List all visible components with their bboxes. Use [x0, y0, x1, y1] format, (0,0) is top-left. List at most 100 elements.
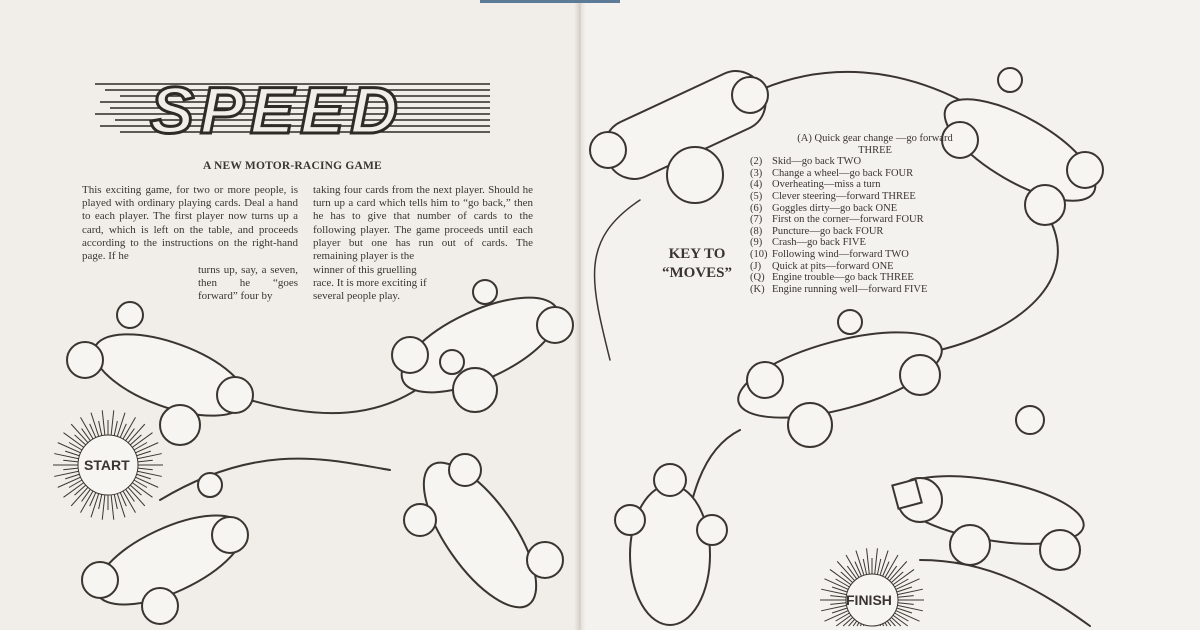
starburst-ray — [89, 492, 97, 507]
starburst-ray — [136, 473, 151, 480]
track-path — [593, 199, 641, 361]
starburst-ray — [116, 412, 126, 437]
starburst-ray — [896, 586, 913, 593]
starburst-ray — [889, 618, 896, 627]
starburst-ray — [119, 423, 127, 438]
race-car-3-illustration — [391, 279, 574, 413]
starburst-ray — [57, 476, 81, 488]
starburst-ray — [113, 420, 118, 436]
starburst-ray — [884, 622, 888, 627]
starburst-ray — [110, 410, 115, 436]
starburst-ray — [824, 610, 849, 622]
starburst-ray — [889, 561, 908, 582]
track-path — [919, 559, 1091, 627]
starburst-ray — [886, 620, 892, 627]
starburst-ray — [824, 578, 849, 590]
key-item: (3)Change a wheel—go back FOUR — [750, 168, 955, 180]
starburst-ray — [80, 417, 94, 440]
article-heading: A NEW MOTOR-RACING GAME — [203, 160, 382, 172]
key-item: (J)Quick at pits—forward ONE — [750, 261, 955, 273]
starburst-ray — [54, 470, 79, 477]
starburst-ray — [63, 467, 79, 471]
intro-text-col2: taking four cards from the next player. … — [313, 184, 533, 263]
key-card: (8) — [750, 225, 763, 237]
starburst-ray — [835, 614, 852, 627]
starburst-ray — [886, 565, 898, 580]
starburst-ray — [133, 442, 148, 451]
race-car-L-illustration — [891, 405, 1085, 571]
starburst-ray — [65, 473, 80, 480]
starburst-ray — [136, 450, 151, 457]
track-path — [759, 70, 961, 101]
starburst-ray — [70, 423, 89, 444]
starburst-ray — [890, 617, 902, 627]
starburst-ray — [882, 561, 890, 577]
starburst-ray — [892, 569, 915, 586]
starburst-ray — [131, 432, 153, 448]
starburst-ray — [848, 618, 855, 627]
track-path — [939, 219, 1059, 351]
start-label: START — [84, 457, 130, 473]
starburst-ray — [101, 410, 106, 436]
starburst-ray — [852, 620, 858, 627]
starburst-ray — [895, 610, 920, 622]
race-car-6-illustration — [941, 67, 1104, 226]
starburst-ray — [866, 548, 870, 575]
key-card: (10) — [750, 248, 768, 260]
key-card: (2) — [750, 156, 763, 168]
key-move: Puncture—go back FOUR — [772, 225, 884, 237]
key-item-ace: (A) Quick gear change —go forward THREE — [797, 133, 953, 156]
key-move: Quick at pits—forward ONE — [772, 260, 894, 272]
starburst-ray — [63, 482, 85, 498]
starburst-ray — [842, 617, 854, 627]
starburst-ray — [131, 482, 153, 498]
key-move: Engine running well—forward FIVE — [772, 283, 928, 295]
starburst-ray — [854, 561, 862, 577]
key-card: (7) — [750, 214, 763, 226]
key-item: (5)Clever steering—forward THREE — [750, 191, 955, 203]
race-car-8-illustration — [589, 70, 769, 204]
key-card: (5) — [750, 190, 763, 202]
starburst-ray — [896, 607, 913, 614]
starburst-ray — [874, 548, 878, 575]
starburst-ray — [63, 459, 79, 463]
starburst-ray — [897, 604, 923, 612]
starburst-ray — [856, 622, 860, 627]
starburst-ray — [137, 470, 162, 477]
starburst-ray — [68, 442, 83, 451]
cover-edge — [480, 0, 620, 3]
key-move: Engine trouble—go back THREE — [772, 272, 914, 284]
starburst-ray — [894, 578, 909, 588]
key-item: (K)Engine running well—forward FIVE — [750, 284, 955, 296]
starburst-ray — [122, 417, 136, 440]
starburst-ray — [125, 488, 135, 502]
starburst-ray — [879, 550, 889, 576]
starburst-ray — [65, 450, 80, 457]
starburst-ray — [110, 494, 115, 520]
starburst-ray — [845, 554, 860, 578]
starburst-ray — [90, 412, 100, 437]
intro-text-col2-cont: winner of this gruelling race. It is mor… — [313, 264, 427, 303]
key-list: (A) Quick gear change —go forward THREE … — [750, 133, 955, 295]
key-item: (10)Following wind—forward TWO — [750, 249, 955, 261]
key-card: (Q) — [750, 272, 765, 284]
starburst-ray — [129, 484, 142, 496]
starburst-ray — [113, 494, 118, 510]
key-card: (9) — [750, 237, 763, 249]
key-move: Overheating—miss a turn — [772, 179, 881, 191]
starburst-ray — [135, 442, 159, 454]
starburst-ray — [836, 561, 855, 582]
key-move: First on the corner—forward FOUR — [772, 214, 924, 226]
starburst-ray — [127, 423, 146, 444]
starburst-ray — [127, 486, 146, 507]
starburst-ray — [830, 595, 847, 598]
starburst-ray — [129, 434, 142, 446]
race-car-driver-illustration — [614, 463, 728, 626]
starburst-ray — [846, 565, 858, 580]
starburst-ray — [70, 486, 89, 507]
key-move: Crash—go back FIVE — [772, 237, 866, 249]
starburst-ray — [830, 602, 847, 605]
key-item: (9) Crash—go back FIVE — [750, 237, 955, 249]
speed-logo — [95, 83, 490, 133]
speed-logo-text: SPEED — [150, 73, 404, 147]
